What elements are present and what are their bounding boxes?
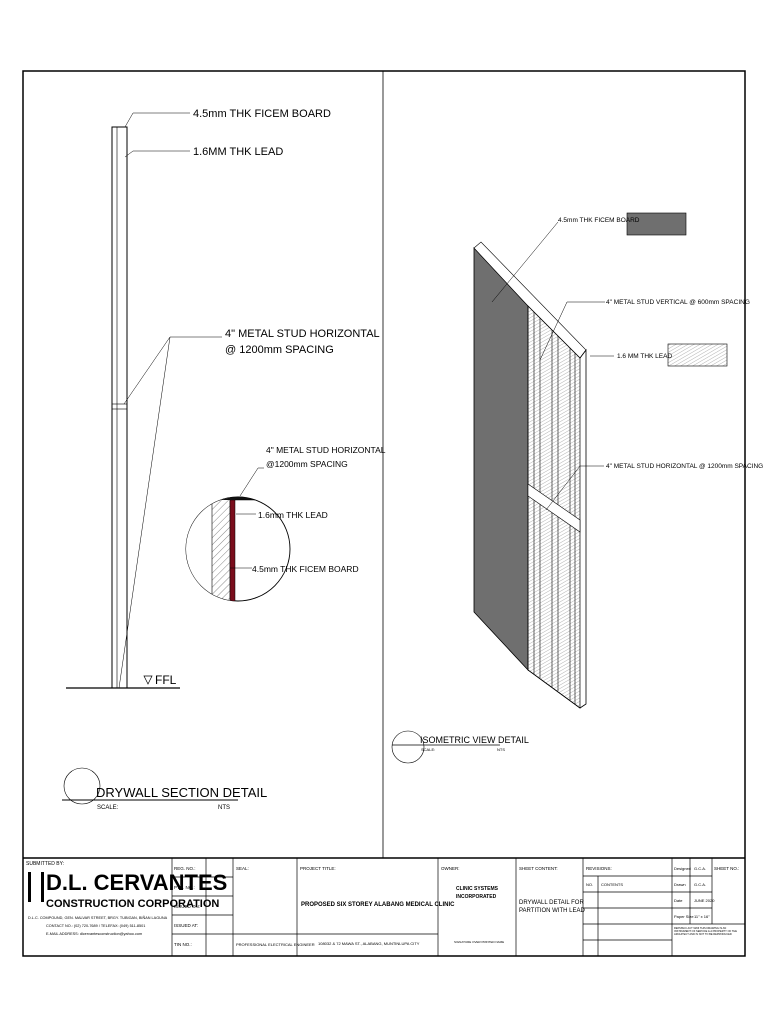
iso-title: ISOMETRIC VIEW DETAIL bbox=[420, 735, 529, 745]
sheet-border bbox=[22, 70, 746, 957]
circle-label-board: 4.5mm THK FICEM BOARD bbox=[252, 564, 359, 574]
legend-lead-swatch bbox=[667, 343, 728, 367]
drawn-label: Drawn bbox=[674, 882, 686, 887]
revisions-label: REVISIONS: bbox=[586, 866, 612, 871]
label-stud-horizontal: 4" METAL STUD HORIZONTAL bbox=[225, 328, 380, 340]
owner-line1: CLINIC SYSTEMS bbox=[456, 886, 498, 892]
paper-size-label: Paper Size bbox=[674, 914, 694, 919]
project-title: PROPOSED SIX STOREY ALABANG MEDICAL CLIN… bbox=[301, 902, 455, 908]
company-name: D.L. CERVANTES bbox=[46, 870, 228, 895]
owner-caption: SIGNATURE OVER PRINTED NAME bbox=[454, 940, 505, 944]
seal-caption: PROFESSIONAL ELECTRICAL ENGINEER bbox=[236, 942, 315, 947]
iso-title-marker bbox=[391, 730, 500, 764]
section-scale-value: NTS bbox=[218, 805, 230, 811]
submitted-by-label: SUBMITTED BY: bbox=[26, 861, 65, 867]
company-logo bbox=[28, 872, 44, 902]
iso-label-stud-vertical: 4" METAL STUD VERTICAL @ 600mm SPACING bbox=[606, 299, 750, 306]
date-label: Date bbox=[674, 898, 683, 903]
company-email: E-MAIL ADDRESS: dlcervantesconstruction@… bbox=[46, 932, 143, 936]
project-address: 108032 & 72 MAWA ST., ALABANG, MUNTINLUP… bbox=[318, 941, 420, 946]
iso-label-lead: 1.6 MM THK LEAD bbox=[617, 353, 672, 360]
circle-label-spacing: @1200mm SPACING bbox=[266, 459, 348, 469]
company-contact: CONTACT NO.: (02) 720-7689 / TELEFAX: (0… bbox=[46, 924, 146, 928]
legal-notice: REPUBLIC ACT 9266 THIS DRAWING IS AN INS… bbox=[674, 927, 738, 936]
isometric-drawing bbox=[473, 212, 728, 709]
project-title-label: PROJECT TITLE: bbox=[300, 866, 336, 871]
sheet-content-line1: DRYWALL DETAIL FOR bbox=[519, 900, 584, 906]
revisions-contents-header: CONTENTS bbox=[601, 882, 623, 887]
circle-label-stud: 4" METAL STUD HORIZONTAL bbox=[266, 445, 386, 455]
iso-label-stud-horizontal: 4" METAL STUD HORIZONTAL @ 1200mm SPACIN… bbox=[606, 463, 763, 470]
section-title: DRYWALL SECTION DETAIL bbox=[96, 785, 267, 800]
designed-label: Designed bbox=[674, 866, 691, 871]
iso-label-board: 4.5mm THK FICEM BOARD bbox=[558, 217, 640, 224]
section-scale-label: SCALE: bbox=[97, 805, 119, 811]
issued-on-label: ISSUED ON: bbox=[174, 904, 201, 909]
date-value: JUNE 2020 bbox=[694, 898, 715, 903]
drywall-section-drawing bbox=[66, 112, 222, 689]
drawn-value: G.C.A. bbox=[694, 882, 707, 887]
iso-scale-label: SCALE: bbox=[421, 747, 435, 752]
designed-value: G.C.A. bbox=[694, 866, 707, 871]
detail-circle bbox=[185, 467, 291, 602]
reg-no-label: REG. NO.: bbox=[174, 866, 196, 871]
iso-scale-value: NTS bbox=[497, 747, 505, 752]
legend-board-swatch bbox=[626, 212, 687, 236]
sheet-no-label: SHEET NO.: bbox=[714, 866, 740, 871]
title-block-grid bbox=[171, 858, 745, 956]
circle-label-lead: 1.6mm THK LEAD bbox=[258, 510, 328, 520]
label-ficem-board: 4.5mm THK FICEM BOARD bbox=[193, 108, 331, 120]
company-subtitle: CONSTRUCTION CORPORATION bbox=[46, 898, 220, 910]
sheet-content-line2: PARTITION WITH LEAD bbox=[519, 908, 585, 914]
company-address: D.L.C. COMPOUND, GEN. MALVAR STREET, BRG… bbox=[28, 916, 168, 920]
ptr-no-label: PTR. NO.: bbox=[174, 885, 195, 890]
revisions-no-header: NO. bbox=[586, 882, 594, 887]
owner-label: OWNER: bbox=[441, 866, 460, 871]
owner-line2: INCORPORATED bbox=[456, 894, 497, 900]
section-title-marker bbox=[62, 767, 238, 805]
label-stud-spacing: @ 1200mm SPACING bbox=[225, 344, 334, 356]
label-lead: 1.6MM THK LEAD bbox=[193, 146, 283, 158]
tin-no-label: TIN NO.: bbox=[174, 942, 192, 947]
seal-label: SEAL: bbox=[236, 866, 249, 871]
issued-at-label: ISSUED AT: bbox=[174, 923, 198, 928]
paper-size-value: 11" x 16" bbox=[694, 914, 710, 919]
ffl-marker bbox=[143, 675, 153, 685]
iso-board-face bbox=[473, 246, 529, 672]
label-ffl: FFL bbox=[155, 673, 177, 687]
sheet-content-label: SHEET CONTENT: bbox=[519, 866, 558, 871]
